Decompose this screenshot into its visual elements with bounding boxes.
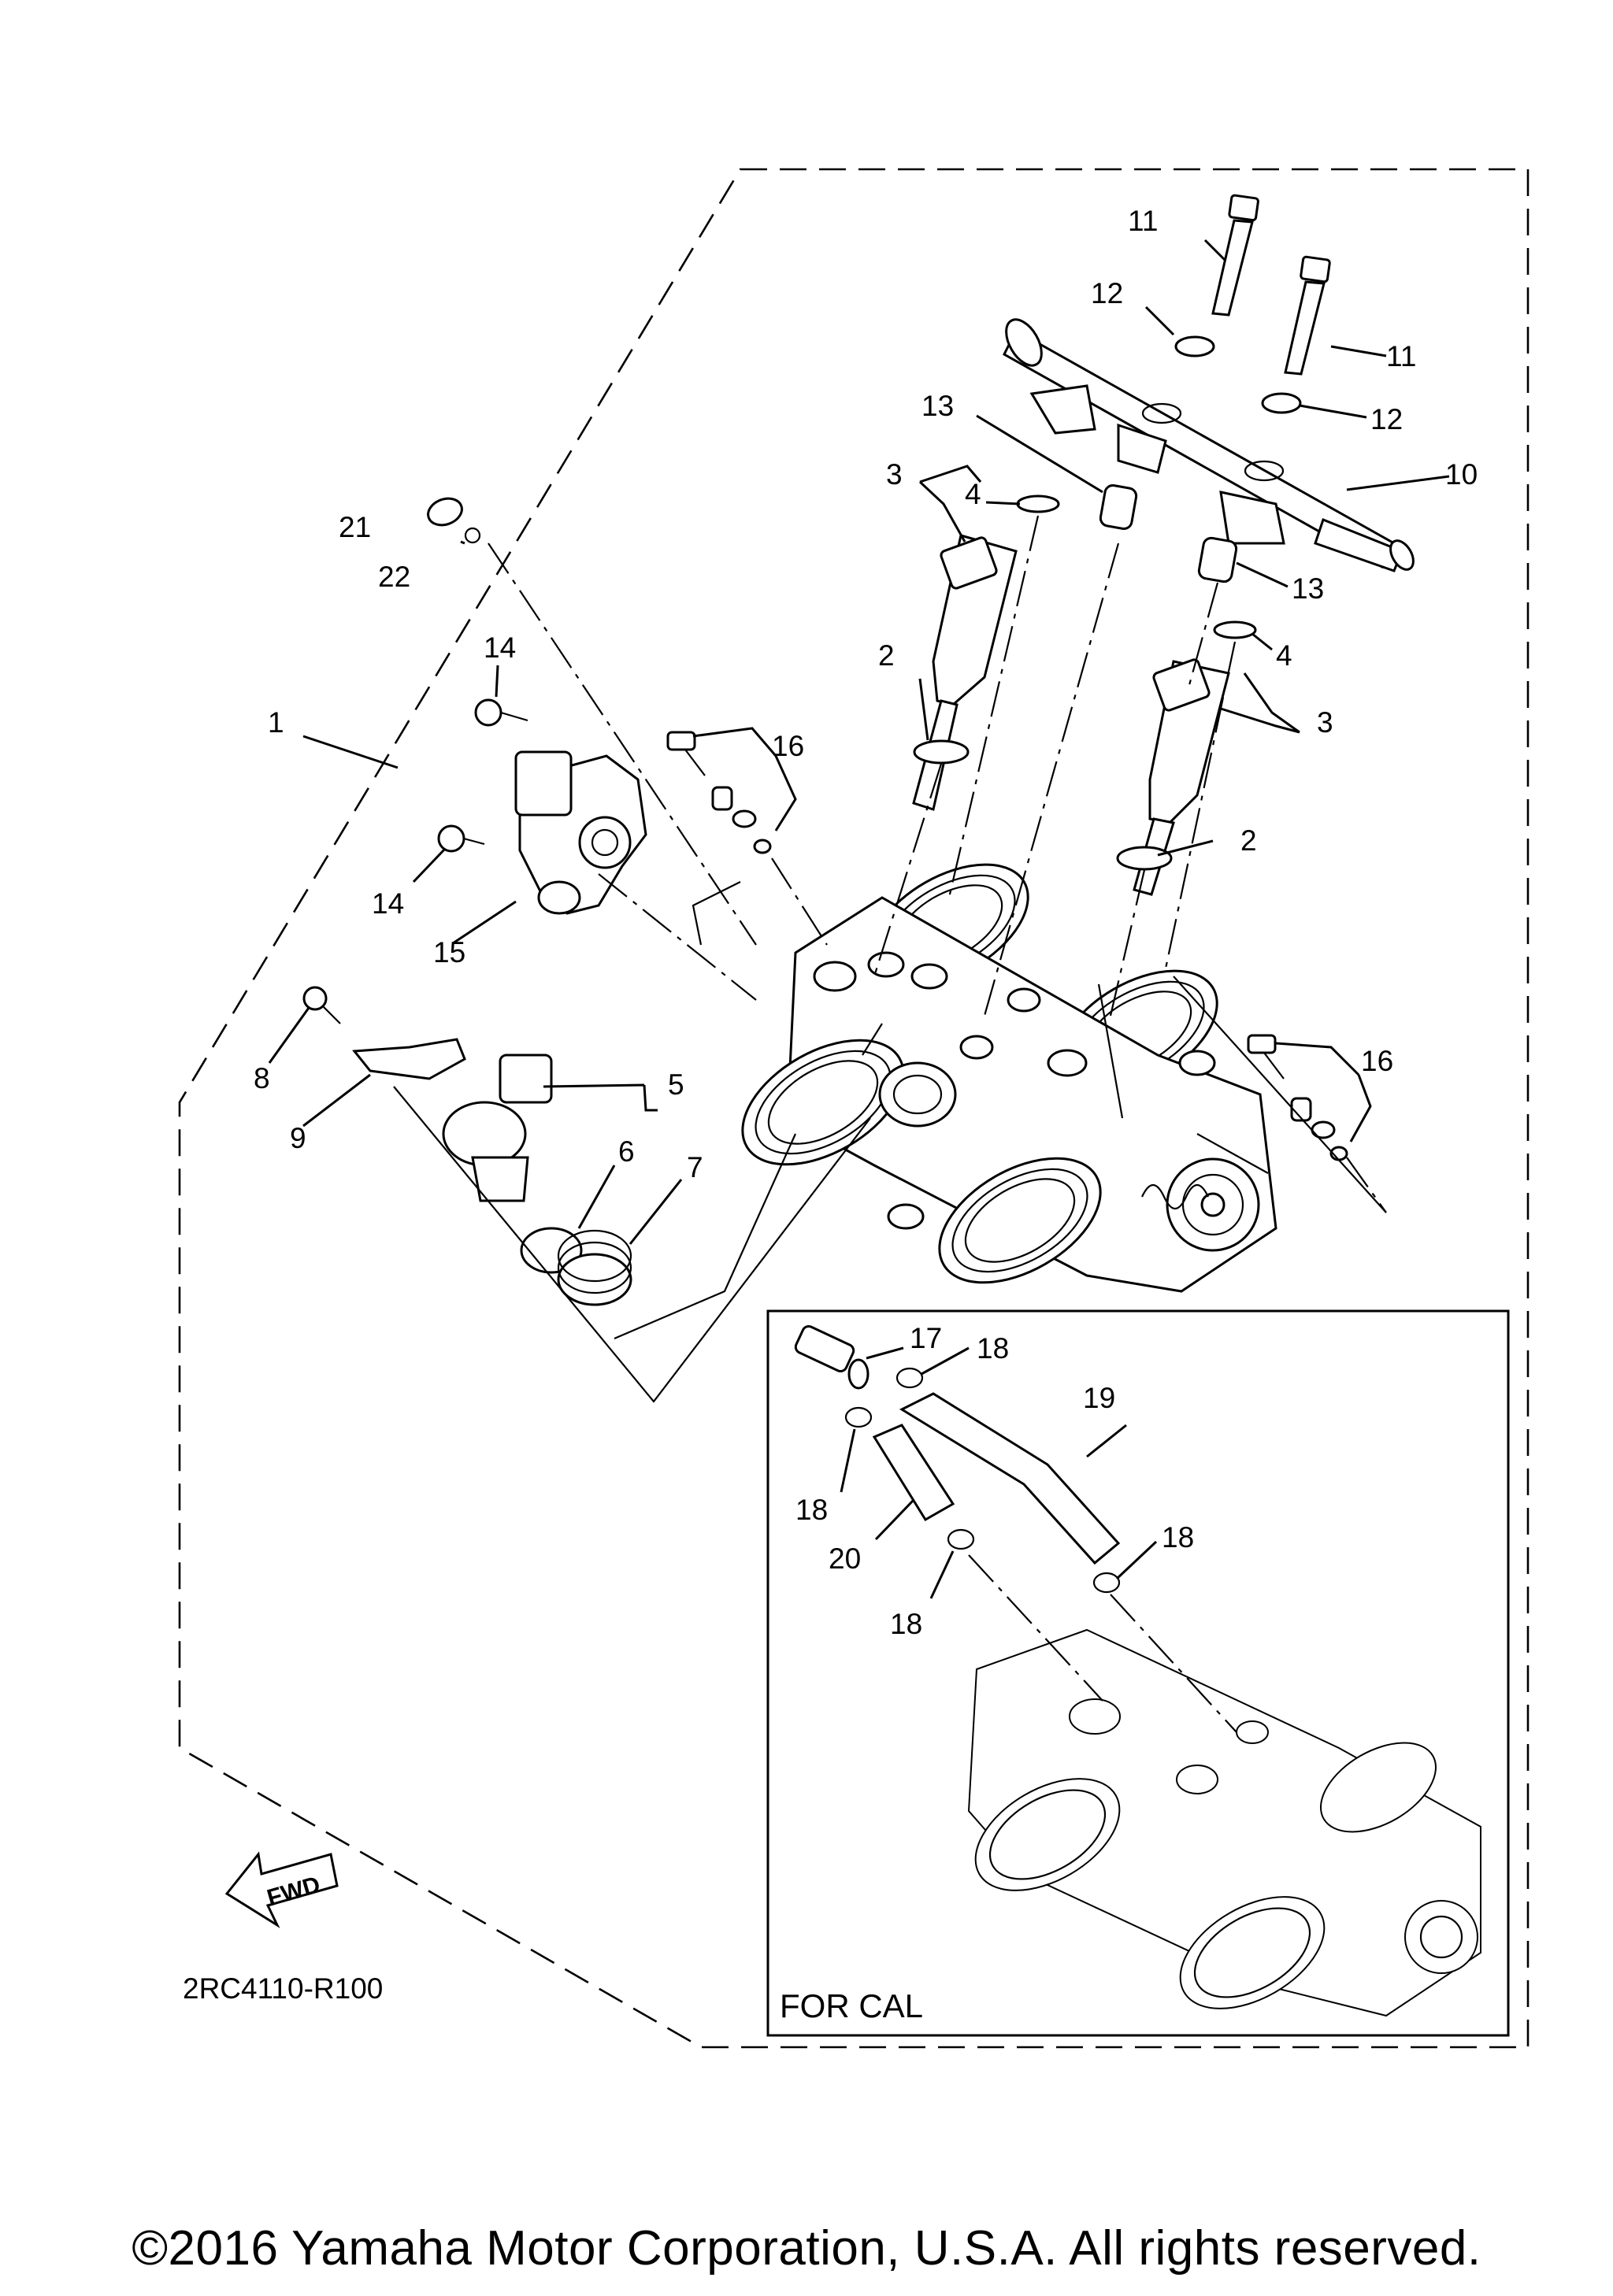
callout-7: 7 [687,1151,703,1183]
callout-18-bottom: 18 [890,1608,922,1640]
bolt-11-left [1211,194,1259,317]
callout-3-left: 3 [886,458,903,491]
callout-3-right: 3 [1317,706,1333,739]
screw-14-upper [474,698,528,727]
collar-12-right [1261,392,1302,414]
callout-11-left: 11 [1128,205,1158,237]
grommet-13-right [1197,536,1238,583]
seal-2-right [1116,846,1173,871]
callout-labels: 1 2 2 3 3 4 4 5 6 7 8 9 10 11 11 12 12 1… [254,205,1478,1640]
callout-12-left: 12 [1091,277,1123,309]
callout-12-right: 12 [1370,403,1403,435]
bracket-9 [352,1038,466,1080]
callout-19: 19 [1083,1382,1115,1414]
bolt-11-right [1284,255,1331,376]
screw-spring-16-upper [666,731,772,854]
callout-8: 8 [254,1062,270,1094]
clip-22 [464,527,481,544]
callout-21: 21 [339,511,371,543]
callout-16-lower: 16 [1361,1045,1393,1077]
spring-7 [557,1229,632,1306]
callout-16-upper: 16 [772,730,804,762]
fitting-17 [794,1325,870,1390]
screw-8 [302,986,341,1024]
grommet-13-left [1099,484,1138,530]
callout-14-lower: 14 [372,887,404,920]
callout-20: 20 [829,1542,861,1575]
hose-20 [872,1424,955,1522]
callout-17: 17 [910,1322,942,1354]
throttle-body-drawing [741,863,1277,1293]
inset-label: FOR CAL [780,1987,923,2024]
callout-22: 22 [378,561,410,593]
throttle-position-sensor-15 [514,750,647,915]
injector-3-left [912,534,1018,811]
callout-15: 15 [433,936,465,968]
seal-2-left [913,739,970,765]
screw-14-lower [437,824,485,853]
clamp-18-group [844,1367,1121,1594]
sensor-5 [442,1054,553,1202]
diagram-code: 2RC4110-R100 [183,1972,383,2005]
assembly-lines [393,515,1387,1733]
callout-18-top: 18 [977,1332,1009,1365]
callout-18-right: 18 [1162,1521,1194,1554]
inset-throttle-body [967,1628,1481,2017]
callout-1: 1 [268,706,284,739]
fwd-arrow-icon: FWD [224,1851,339,1929]
callout-4-right: 4 [1276,639,1292,672]
callout-6: 6 [618,1135,635,1168]
collar-12-left [1174,335,1215,357]
leader-lines [268,239,1450,1599]
callout-13-right: 13 [1292,572,1324,605]
hose-19 [899,1392,1121,1565]
callout-2-left: 2 [878,639,895,672]
copyright-notice: ©2016 Yamaha Motor Corporation, U.S.A. A… [132,2221,1481,2276]
callout-5: 5 [668,1068,684,1101]
callout-9: 9 [290,1122,306,1154]
callout-10: 10 [1445,458,1478,491]
callout-18-left: 18 [795,1494,828,1526]
assembly-boundary [178,168,1530,2049]
screw-spring-16-lower [1247,1034,1348,1161]
cap-21 [427,497,463,527]
callout-14-upper: 14 [484,631,516,664]
o-ring-4-right [1213,620,1257,639]
o-ring-4-left [1016,494,1060,513]
callout-13-left: 13 [921,390,954,422]
callout-2-right: 2 [1240,824,1257,857]
callout-11-right: 11 [1386,340,1416,372]
inset-frame [766,1309,1510,2037]
fuel-rail-drawing [1003,318,1415,572]
callout-4-left: 4 [965,478,981,510]
